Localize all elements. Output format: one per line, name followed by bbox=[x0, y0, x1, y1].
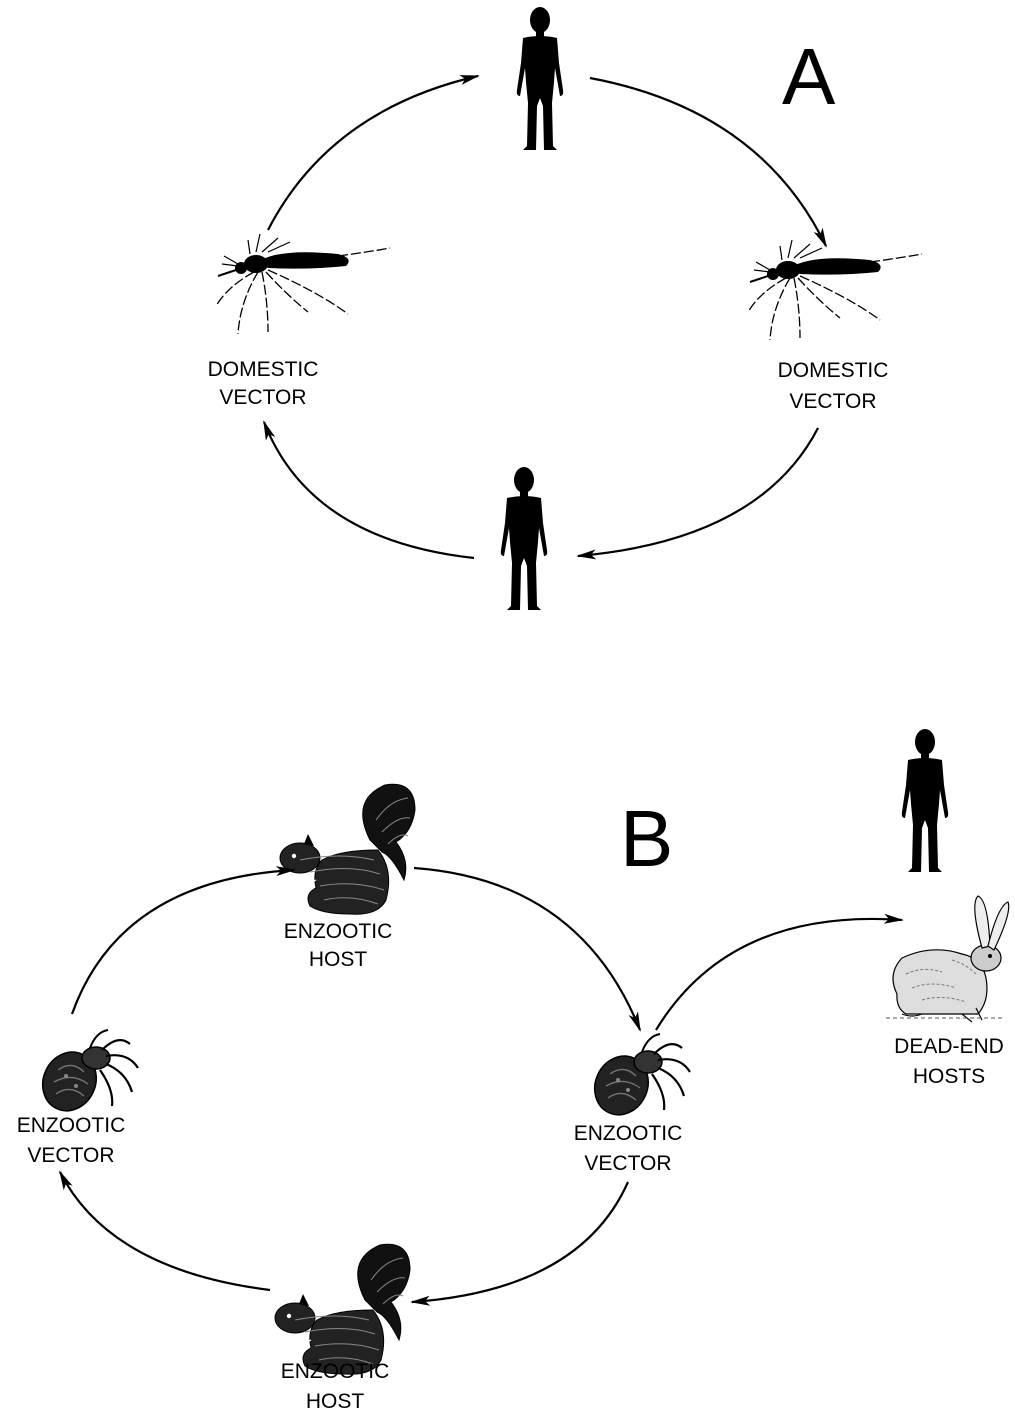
human-silhouette-icon bbox=[517, 7, 563, 150]
label-a-right-vector-2: VECTOR bbox=[789, 390, 876, 413]
arrow-b-host-to-vector-left bbox=[60, 1172, 270, 1290]
label-b-bottom-host-2: HOST bbox=[306, 1390, 365, 1413]
label-b-left-vector-1: ENZOOTIC bbox=[17, 1114, 126, 1137]
label-b-top-host-1: ENZOOTIC bbox=[284, 920, 393, 943]
arrow-b-vector-to-dead-end bbox=[656, 919, 902, 1030]
label-a-left-vector-2: VECTOR bbox=[219, 386, 306, 409]
rabbit-icon bbox=[886, 896, 1009, 1022]
panel-a: A DOMESTIC VECTOR DOMESTIC VECTOR bbox=[208, 7, 922, 610]
spider-tick-icon bbox=[585, 1034, 690, 1124]
human-silhouette-icon bbox=[501, 467, 547, 610]
squirrel-icon bbox=[280, 784, 415, 914]
arrow-b-host-to-vector bbox=[414, 868, 640, 1030]
arrow-b-vector-to-host bbox=[72, 870, 294, 1014]
label-a-left-vector-1: DOMESTIC bbox=[208, 358, 319, 381]
label-b-right-vector-1: ENZOOTIC bbox=[574, 1122, 683, 1145]
label-b-right-vector-2: VECTOR bbox=[584, 1152, 671, 1175]
panel-a-letter: A bbox=[782, 32, 836, 121]
human-silhouette-icon bbox=[902, 729, 948, 872]
label-b-dead-end-2: HOSTS bbox=[913, 1065, 985, 1088]
panel-b-letter: B bbox=[620, 794, 673, 883]
spider-tick-icon bbox=[33, 1030, 138, 1120]
label-b-left-vector-2: VECTOR bbox=[27, 1144, 114, 1167]
label-b-top-host-2: HOST bbox=[309, 948, 368, 971]
mosquito-icon bbox=[748, 240, 922, 340]
label-b-dead-end-1: DEAD-END bbox=[894, 1035, 1004, 1058]
label-a-right-vector-1: DOMESTIC bbox=[778, 359, 889, 382]
mosquito-icon bbox=[216, 234, 390, 334]
panel-b: B ENZOOTIC HOST ENZOOTIC VECTOR ENZOOTIC… bbox=[17, 729, 1009, 1413]
squirrel-icon bbox=[275, 1244, 410, 1374]
arrow-a-human-to-vector-left bbox=[264, 422, 474, 558]
arrow-b-vector-to-host-bottom bbox=[412, 1182, 628, 1302]
arrow-a-vector-to-human bbox=[268, 76, 478, 230]
label-b-bottom-host-1: ENZOOTIC bbox=[281, 1360, 390, 1383]
arrow-a-vector-to-human-bottom bbox=[578, 428, 818, 556]
